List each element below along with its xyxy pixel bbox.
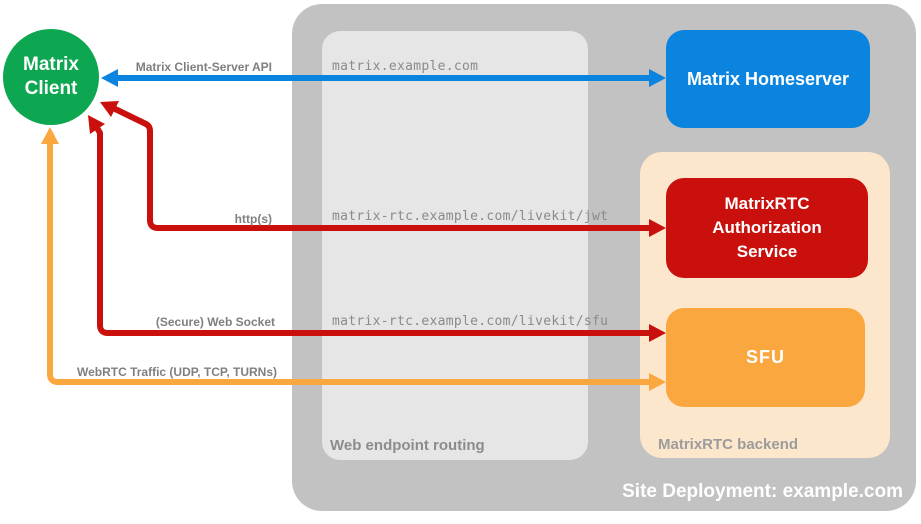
endpoint-livekit-sfu: matrix-rtc.example.com/livekit/sfu	[332, 314, 609, 329]
matrixrtc-authorization-service-label: MatrixRTC Authorization Service	[712, 194, 822, 261]
site-deployment-caption: Site Deployment: example.com	[622, 481, 903, 502]
endpoint-livekit-jwt: matrix-rtc.example.com/livekit/jwt	[332, 209, 609, 224]
web-endpoint-routing-caption: Web endpoint routing	[330, 437, 485, 454]
sfu-label: SFU	[746, 347, 785, 367]
matrix-client-node: Matrix Client	[3, 29, 99, 125]
endpoint-matrix-example-com: matrix.example.com	[332, 59, 479, 74]
client-server-api-arrow-label: Matrix Client-Server API	[135, 60, 272, 74]
matrixrtc-backend-caption: MatrixRTC backend	[658, 436, 799, 453]
https-arrow-label: http(s)	[234, 212, 272, 226]
matrix-homeserver-node: Matrix Homeserver	[666, 30, 870, 128]
webrtc-traffic-arrow-label: WebRTC Traffic (UDP, TCP, TURNs)	[76, 365, 277, 379]
web-endpoint-routing-panel	[322, 31, 588, 460]
matrix-client-label: Matrix Client	[23, 54, 79, 99]
matrix-homeserver-label: Matrix Homeserver	[686, 68, 850, 89]
matrixrtc-authorization-service-node: MatrixRTC Authorization Service	[666, 178, 868, 278]
web-socket-arrow-label: (Secure) Web Socket	[155, 315, 275, 329]
sfu-node: SFU	[666, 308, 865, 407]
